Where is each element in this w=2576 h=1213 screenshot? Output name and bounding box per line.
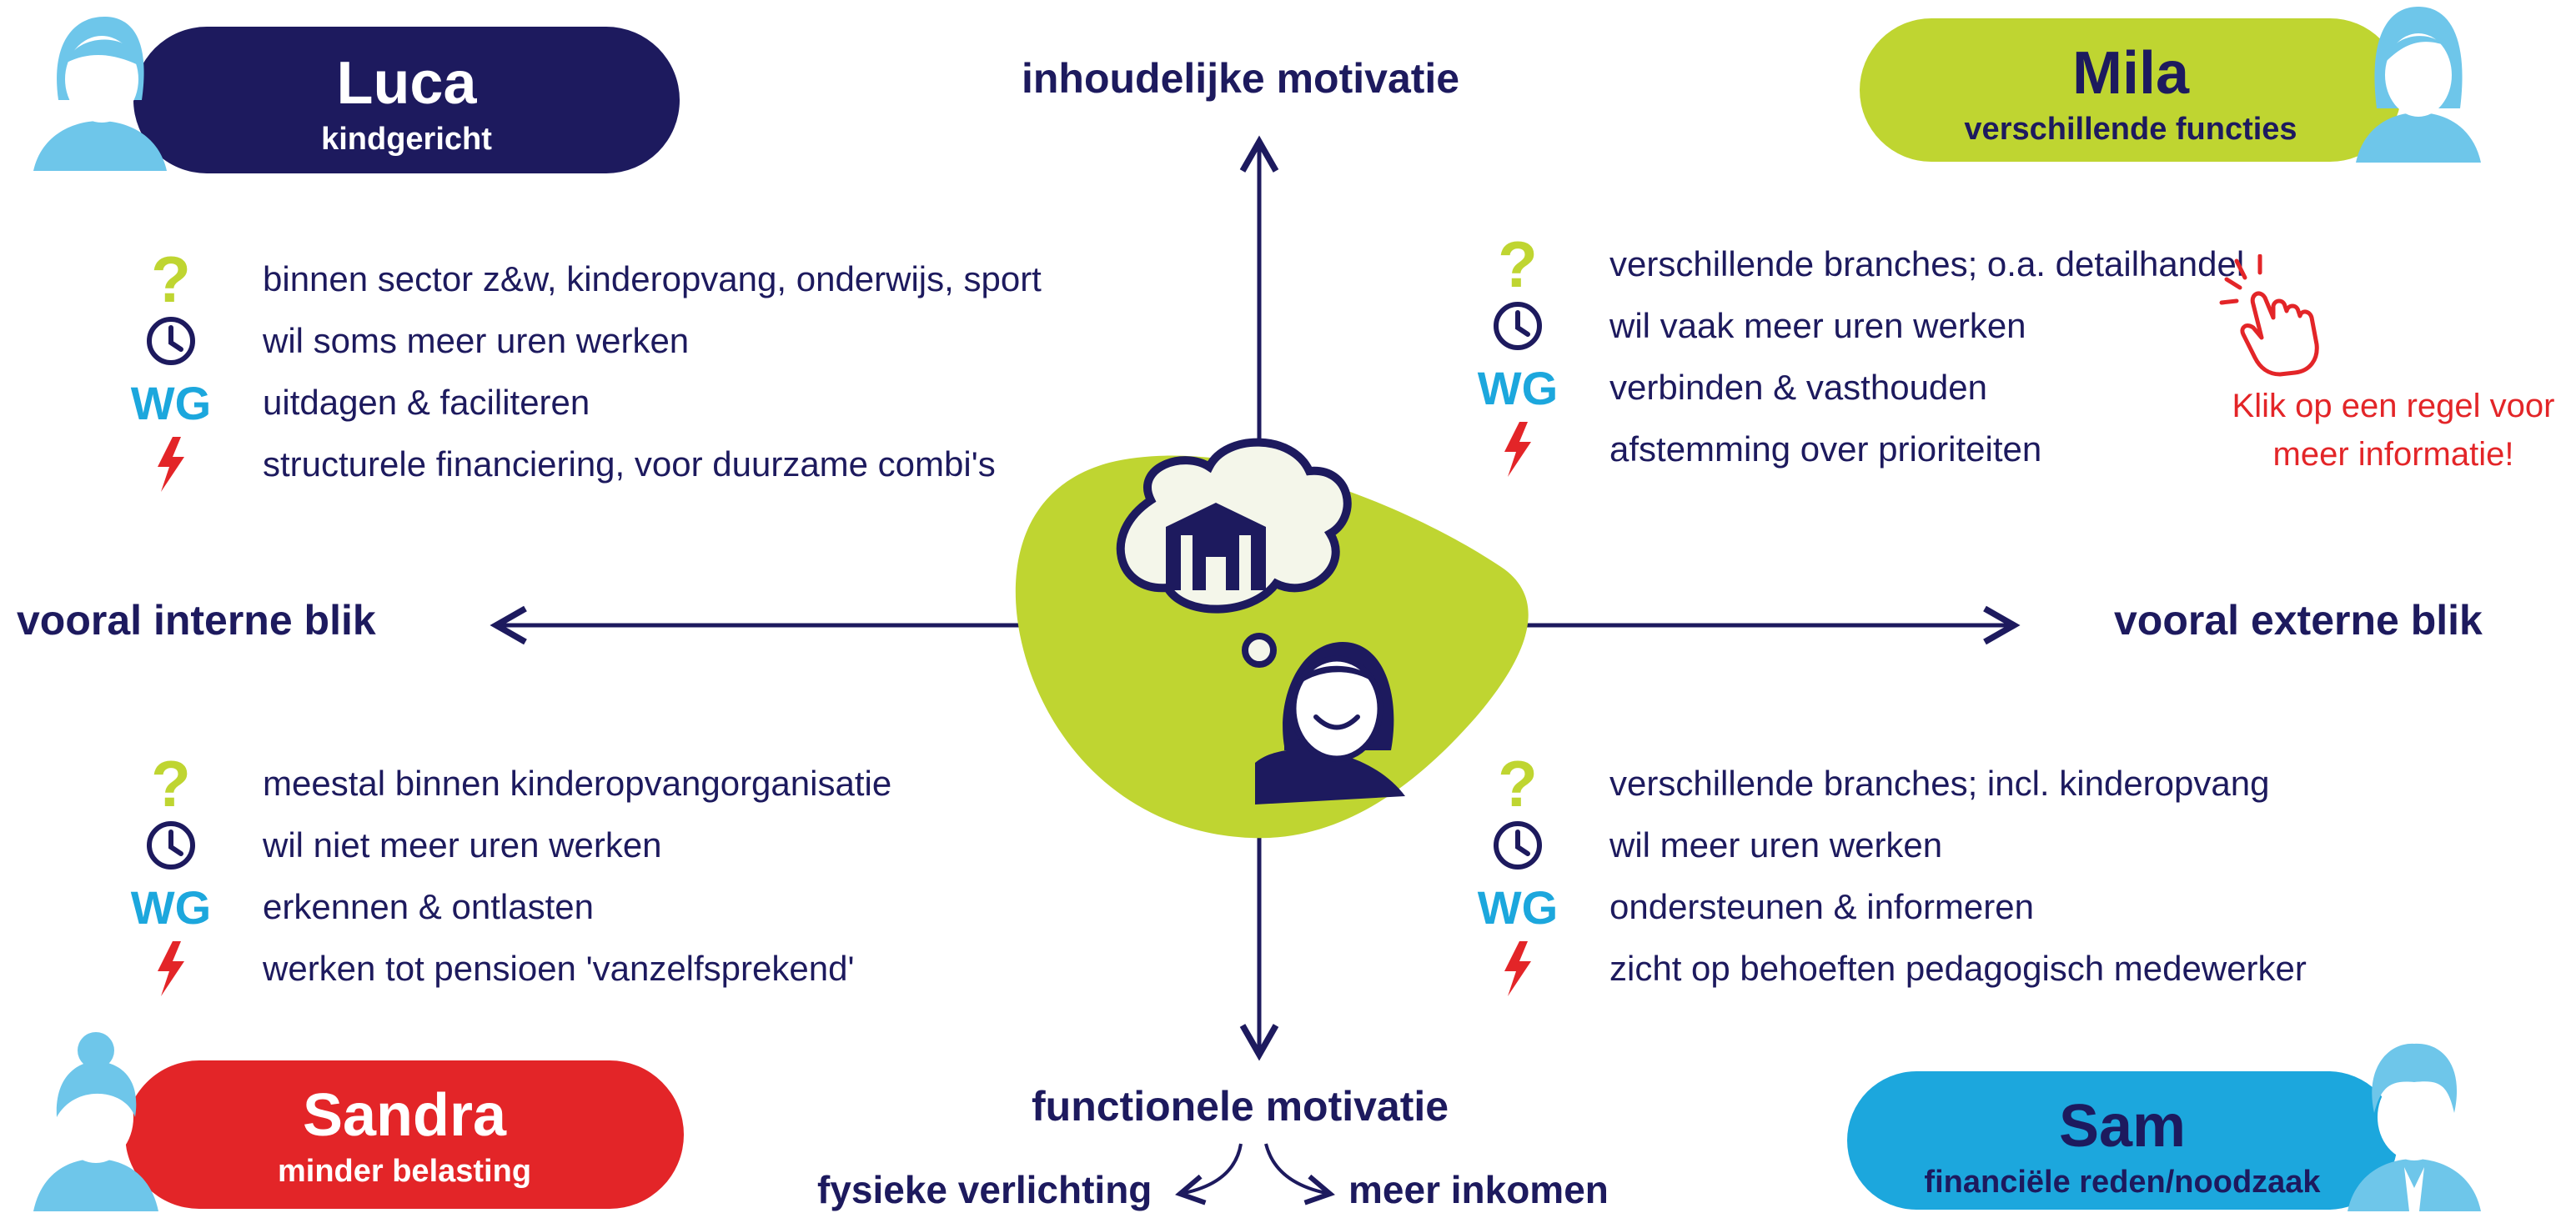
row-tl-hours[interactable]: wil soms meer uren werken bbox=[121, 310, 689, 372]
clock-icon bbox=[121, 815, 221, 876]
persona-sandra: Sandra minder belasting bbox=[125, 1060, 684, 1209]
row-tr-employer[interactable]: WG verbinden & vasthouden bbox=[1468, 357, 1987, 419]
wg-icon: WG bbox=[130, 880, 212, 934]
persona-mila: Mila verschillende functies bbox=[1860, 18, 2402, 162]
question-icon: ? bbox=[1498, 747, 1538, 820]
avatar-mila-icon bbox=[2356, 7, 2481, 163]
persona-subtitle: verschillende functies bbox=[1964, 112, 2297, 147]
row-text: wil niet meer uren werken bbox=[263, 825, 662, 865]
pointing-hand-icon bbox=[2219, 254, 2319, 377]
row-br-risk[interactable]: zicht op behoeften pedagogisch medewerke… bbox=[1468, 938, 2307, 1000]
row-text: wil soms meer uren werken bbox=[263, 321, 690, 360]
clock-icon bbox=[1468, 295, 1568, 357]
avatar-luca-icon bbox=[33, 17, 167, 171]
row-bl-employer[interactable]: WG erkennen & ontlasten bbox=[121, 876, 594, 938]
persona-sam: Sam financiële reden/noodzaak bbox=[1847, 1071, 2398, 1210]
persona-subtitle: minder belasting bbox=[277, 1154, 532, 1189]
question-icon: ? bbox=[151, 747, 191, 820]
row-tl-risk[interactable]: structurele financiering, voor duurzame … bbox=[121, 434, 996, 495]
row-bl-question[interactable]: ? meestal binnen kinderopvangorganisatie bbox=[121, 747, 892, 820]
row-text: uitdagen & faciliteren bbox=[263, 383, 590, 422]
row-text: verschillende branches; incl. kinderopva… bbox=[1609, 764, 2270, 803]
clock-icon bbox=[1468, 815, 1568, 876]
avatar-sandra-icon bbox=[33, 1032, 158, 1211]
wg-icon: WG bbox=[130, 376, 212, 429]
thought-bubble-small bbox=[1242, 633, 1277, 668]
row-text: ondersteunen & informeren bbox=[1609, 887, 2034, 926]
lightning-icon bbox=[121, 938, 221, 1000]
row-text: wil vaak meer uren werken bbox=[1609, 306, 2026, 345]
lightning-icon bbox=[121, 434, 221, 495]
axis-label-right: vooral externe blik bbox=[2114, 597, 2483, 644]
branch-arrow-left bbox=[1175, 1143, 1243, 1205]
wg-icon: WG bbox=[1477, 361, 1559, 414]
lightning-icon bbox=[1468, 419, 1568, 480]
row-tl-employer[interactable]: WG uitdagen & faciliteren bbox=[121, 372, 590, 434]
row-text: verschillende branches; o.a. detailhande… bbox=[1609, 244, 2245, 283]
row-tr-question[interactable]: ? verschillende branches; o.a. detailhan… bbox=[1468, 228, 2245, 301]
row-tr-risk[interactable]: afstemming over prioriteiten bbox=[1468, 419, 2041, 480]
persona-name: Luca bbox=[336, 50, 477, 117]
lightning-icon bbox=[1468, 938, 1568, 1000]
question-icon: ? bbox=[151, 243, 191, 316]
persona-subtitle: kindgericht bbox=[321, 122, 492, 157]
row-text: structurele financiering, voor duurzame … bbox=[263, 444, 996, 484]
house-icon bbox=[1166, 503, 1266, 590]
persona-name: Sandra bbox=[302, 1082, 507, 1149]
row-br-hours[interactable]: wil meer uren werken bbox=[1468, 815, 1942, 876]
branch-label-right: meer inkomen bbox=[1348, 1168, 1609, 1211]
axis-label-bottom: functionele motivatie bbox=[1032, 1083, 1449, 1130]
wg-icon: WG bbox=[1477, 880, 1559, 934]
row-text: zicht op behoeften pedagogisch medewerke… bbox=[1609, 949, 2307, 988]
avatar-icon bbox=[1255, 642, 1405, 804]
axis-label-left: vooral interne blik bbox=[17, 597, 376, 644]
row-text: afstemming over prioriteiten bbox=[1609, 429, 2042, 469]
row-bl-hours[interactable]: wil niet meer uren werken bbox=[121, 815, 662, 876]
row-br-question[interactable]: ? verschillende branches; incl. kinderop… bbox=[1468, 747, 2270, 820]
persona-name: Sam bbox=[2058, 1093, 2187, 1160]
branch-arrow-right bbox=[1264, 1143, 1335, 1205]
row-text: verbinden & vasthouden bbox=[1609, 368, 1987, 407]
row-bl-risk[interactable]: werken tot pensioen 'vanzelfsprekend' bbox=[121, 938, 854, 1000]
axis-label-top: inhoudelijke motivatie bbox=[1022, 55, 1460, 102]
persona-subtitle: financiële reden/noodzaak bbox=[1924, 1165, 2321, 1200]
row-br-employer[interactable]: WG ondersteunen & informeren bbox=[1468, 876, 2034, 938]
avatar-sam-icon bbox=[2348, 1043, 2481, 1211]
row-text: werken tot pensioen 'vanzelfsprekend' bbox=[263, 949, 855, 988]
row-text: meestal binnen kinderopvangorganisatie bbox=[263, 764, 892, 803]
row-text: wil meer uren werken bbox=[1609, 825, 1943, 865]
row-text: binnen sector z&w, kinderopvang, onderwi… bbox=[263, 259, 1042, 298]
branch-label-left: fysieke verlichting bbox=[817, 1168, 1152, 1211]
row-tr-hours[interactable]: wil vaak meer uren werken bbox=[1468, 295, 2026, 357]
click-hint: Klik op een regel voor meer informatie! bbox=[2218, 382, 2568, 479]
persona-name: Mila bbox=[2071, 40, 2190, 107]
hint-line-2: meer informatie! bbox=[2272, 436, 2514, 473]
row-tl-question[interactable]: ? binnen sector z&w, kinderopvang, onder… bbox=[121, 243, 1042, 316]
clock-icon bbox=[121, 310, 221, 372]
question-icon: ? bbox=[1498, 228, 1538, 301]
hint-line-1: Klik op een regel voor bbox=[2232, 388, 2555, 424]
persona-luca: Luca kindgericht bbox=[133, 27, 680, 173]
row-text: erkennen & ontlasten bbox=[263, 887, 594, 926]
